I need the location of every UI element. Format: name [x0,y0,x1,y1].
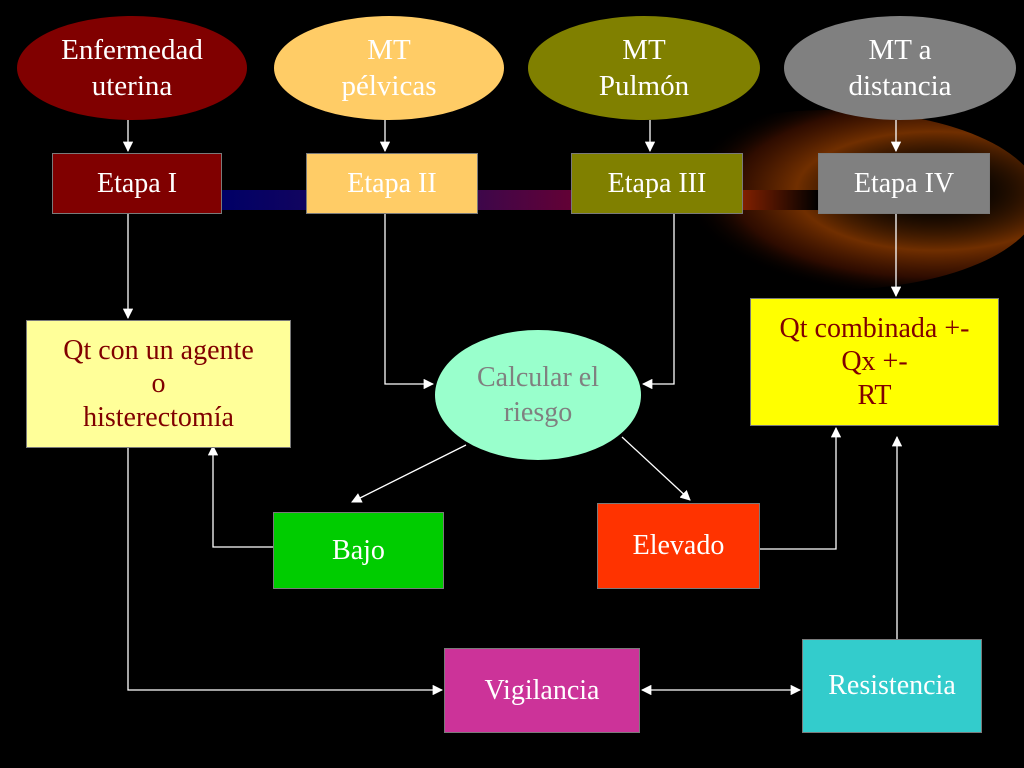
combined-treatment-label: Qt combinada +- Qx +- RT [779,312,970,411]
arrow-etapa3-calcular [641,214,675,390]
arrow-qt-vigilancia [127,448,444,696]
stage-2-box: Etapa II [306,153,478,214]
arrow-calcular-elevado [621,436,691,501]
stage-3-box: Etapa III [571,153,743,214]
stage-4-label: Etapa IV [853,167,955,199]
stage-1-box: Etapa I [52,153,222,214]
single-agent-treatment-box: Qt con un agente o histerectomía [26,320,291,448]
low-risk-box: Bajo [273,512,444,589]
stage-1-label: Etapa I [96,167,178,199]
stage-3-label: Etapa III [607,167,707,199]
arrow-bajo-qt [207,444,273,548]
metastasis-pulmon-label: MT Pulmón [598,33,690,102]
low-risk-label: Bajo [332,534,385,566]
single-agent-treatment-label: Qt con un agente o histerectomía [63,334,254,433]
metastasis-distancia-label: MT a distancia [848,33,952,102]
stage-4-box: Etapa IV [818,153,990,214]
stage-2-label: Etapa II [347,167,437,199]
arrow-etapa2-calcular [384,214,435,390]
metastasis-pelvicas-node: MT pélvicas [274,16,504,120]
arrow-elevado-qt-combinada [760,426,842,550]
metastasis-uterina-label: Enfermedad uterina [61,33,203,102]
resistance-box: Resistencia [802,639,982,733]
surveillance-box: Vigilancia [444,648,640,733]
metastasis-distancia-node: MT a distancia [784,16,1016,120]
high-risk-box: Elevado [597,503,760,589]
combined-treatment-box: Qt combinada +- Qx +- RT [750,298,999,426]
high-risk-label: Elevado [632,530,725,562]
calculate-risk-node: Calcular el riesgo [435,330,641,460]
resistance-label: Resistencia [828,670,956,702]
surveillance-label: Vigilancia [484,674,600,706]
arrow-calcular-bajo [351,444,467,503]
metastasis-pelvicas-label: MT pélvicas [341,33,437,102]
metastasis-uterina-node: Enfermedad uterina [17,16,247,120]
calculate-risk-label: Calcular el riesgo [476,362,600,428]
metastasis-pulmon-node: MT Pulmón [528,16,760,120]
